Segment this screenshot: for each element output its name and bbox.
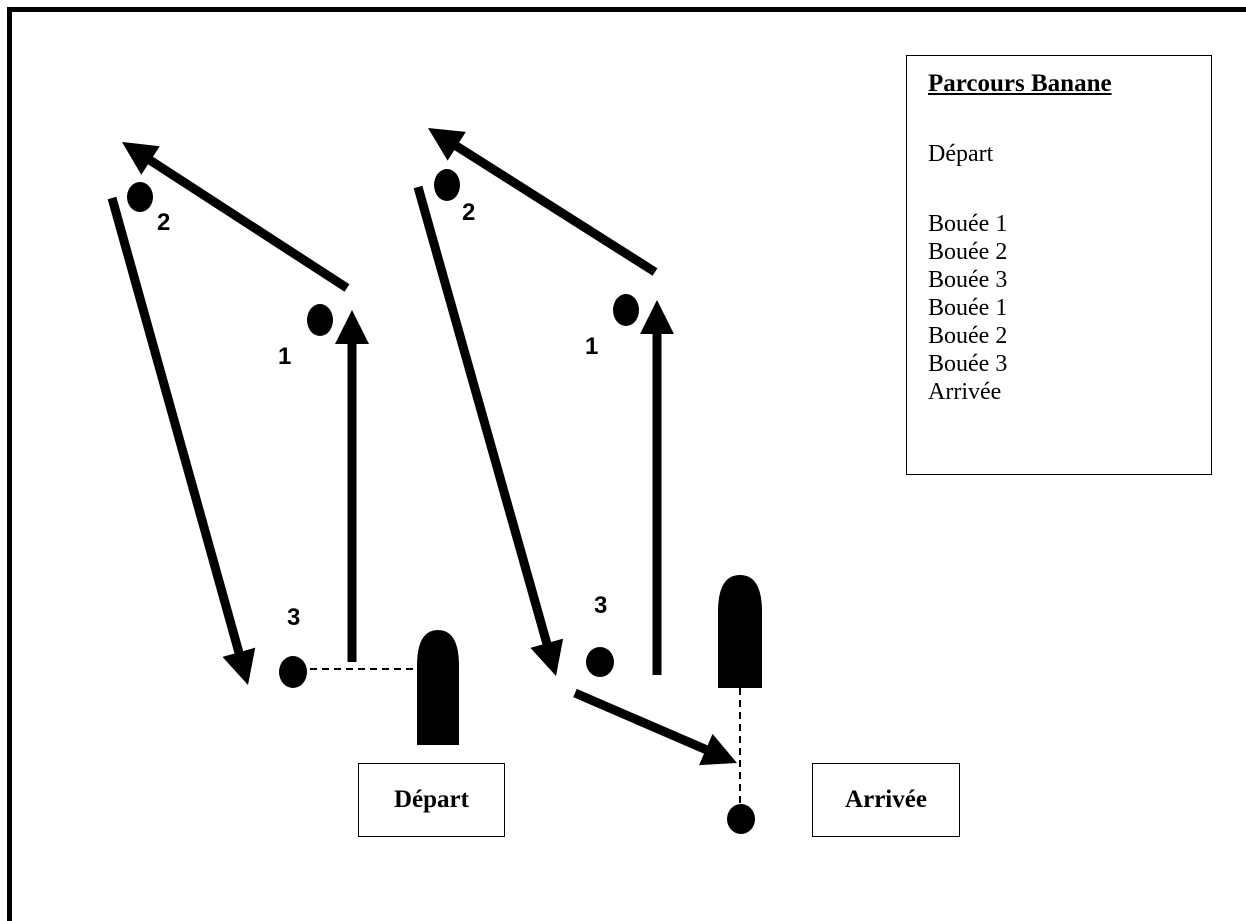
- arrow-leg-3-left-shaft: [107, 196, 244, 656]
- arrow-leg-1-left-head: [335, 310, 369, 344]
- legend-step: Arrivée: [928, 379, 1002, 405]
- arrow-to-finish-head: [699, 733, 737, 766]
- diagram-frame: [7, 7, 1246, 921]
- legend-step: Bouée 3: [928, 351, 1008, 377]
- buoy-number-1-left: 1: [278, 343, 291, 370]
- arrow-leg-1-right-head: [640, 300, 674, 334]
- legend-step: Bouée 3: [928, 267, 1008, 293]
- arrow-leg-3-right-head: [530, 638, 564, 676]
- buoy-number-3-right: 3: [594, 592, 607, 619]
- legend-title: Parcours Banane: [928, 70, 1112, 97]
- buoy-number-3-left: 3: [287, 604, 300, 631]
- arrow-leg-3-right-shaft: [413, 185, 552, 647]
- arrow-leg-2-left-shaft: [146, 155, 350, 292]
- finish-label: Arrivée: [812, 763, 960, 837]
- buoy-number-2-right: 2: [462, 199, 475, 226]
- arrow-leg-2-right-shaft: [452, 141, 658, 276]
- legend-steps: Bouée 1 Bouée 2 Bouée 3 Bouée 1 Bouée 2 …: [928, 210, 1211, 406]
- finish-boat: [718, 575, 762, 688]
- legend-step: Bouée 2: [928, 239, 1008, 265]
- legend-start: Départ: [928, 141, 994, 167]
- course-legend: Parcours Banane Départ Bouée 1 Bouée 2 B…: [906, 55, 1212, 475]
- legend-step: Bouée 1: [928, 211, 1008, 237]
- arrow-leg-2-right-head: [428, 128, 466, 161]
- course-arrows: [107, 128, 737, 766]
- buoy-3-left: [279, 656, 307, 688]
- buoy-3-right: [586, 647, 614, 677]
- start-boat: [417, 630, 459, 745]
- buoy-2-left: [127, 182, 153, 212]
- buoy-number-2-left: 2: [157, 209, 170, 236]
- arrow-to-finish-shaft: [573, 688, 710, 755]
- start-label: Départ: [358, 763, 505, 837]
- arrow-leg-3-left-head: [222, 647, 256, 685]
- buoy-2-right: [434, 169, 460, 201]
- finish-buoy: [727, 804, 755, 834]
- buoy-1-right: [613, 294, 639, 326]
- arrow-leg-2-left-head: [122, 142, 160, 175]
- buoy-number-1-right: 1: [585, 333, 598, 360]
- legend-step: Bouée 2: [928, 323, 1008, 349]
- buoy-1-left: [307, 304, 333, 336]
- legend-step: Bouée 1: [928, 295, 1008, 321]
